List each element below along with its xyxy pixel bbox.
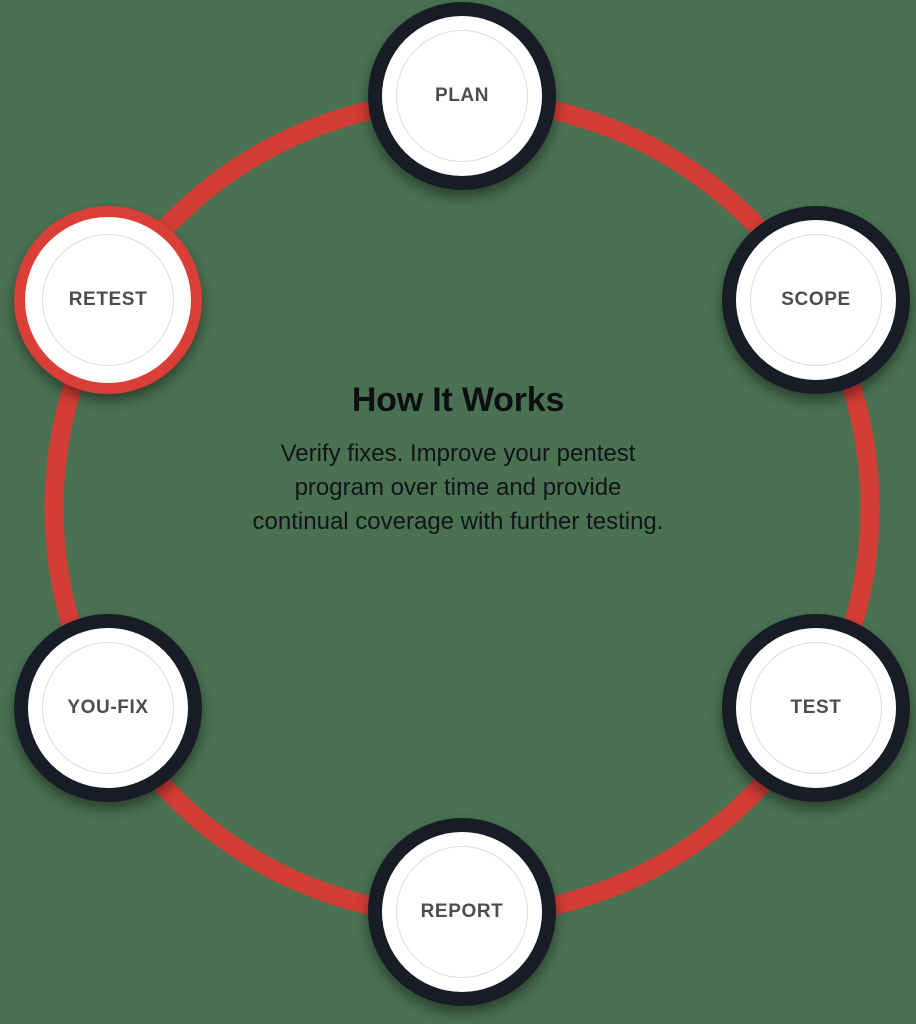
center-subtitle-line-1: Verify fixes. Improve your pentest: [280, 439, 636, 467]
process-node-label: REPORT: [420, 901, 504, 922]
center-content: How It Works Verify fixes. Improve your …: [158, 380, 758, 539]
page-title: How It Works: [351, 381, 565, 419]
center-subtitle-line-3: continual coverage with further testing.: [252, 507, 664, 535]
process-node-test[interactable]: TEST: [722, 614, 910, 802]
center-subtitle-line-2: program over time and provide: [294, 473, 622, 501]
process-node-scope[interactable]: SCOPE: [722, 206, 910, 394]
process-node-report[interactable]: REPORT: [368, 818, 556, 1006]
process-node-label: TEST: [790, 697, 842, 718]
process-node-label: PLAN: [434, 85, 490, 106]
process-node-plan[interactable]: PLAN: [368, 2, 556, 190]
process-node-label: SCOPE: [781, 289, 851, 310]
process-node-label: RETEST: [68, 289, 148, 310]
process-node-you-fix[interactable]: YOU-FIX: [14, 614, 202, 802]
process-node-label: YOU-FIX: [67, 697, 149, 718]
center-subtitle: Verify fixes. Improve your pentest progr…: [158, 437, 758, 539]
process-node-retest[interactable]: RETEST: [14, 206, 202, 394]
